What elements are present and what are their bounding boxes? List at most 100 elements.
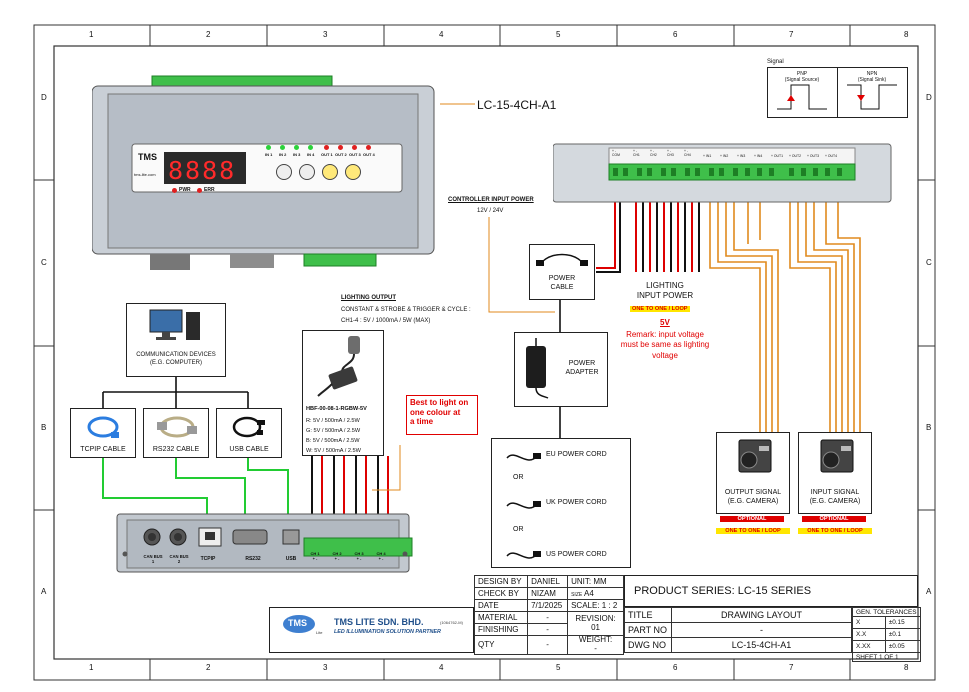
tb-label: PART NO	[624, 622, 672, 638]
terminal-pin-label: + OUT2	[789, 154, 801, 158]
or-label: OR	[513, 474, 524, 481]
input-loop-tag: ONE TO ONE / LOOP	[798, 528, 872, 534]
company-logo-sub: Lite	[316, 630, 323, 635]
light-spec-g: G: 5V / 500mA / 2.5W	[306, 428, 361, 434]
terminal-pin-label: + OUT4	[825, 154, 837, 158]
note-text: Best to light on one colour at a time	[410, 398, 469, 427]
tb-label: TITLE	[624, 607, 672, 623]
tb-label: DESIGN BY	[473, 575, 529, 588]
tb-value: 7/1/2025	[527, 599, 569, 612]
tol-key: X.X	[852, 628, 886, 641]
ethernet-cable-icon	[87, 416, 119, 438]
uk-cord-label: UK POWER CORD	[546, 499, 607, 506]
tb-label: MATERIAL	[473, 611, 529, 624]
col-label: 5	[556, 663, 561, 672]
or-label: OR	[513, 526, 524, 533]
terminal-pin-label: + - CH1	[633, 149, 640, 157]
power-adapter-icon	[526, 338, 549, 399]
terminal-block-illustration	[553, 143, 892, 203]
tol-key: X.XX	[852, 640, 886, 653]
terminal-pin-label: + - CH2	[650, 149, 657, 157]
rs232-cable-box	[143, 408, 209, 458]
light-spec-r: R: 5V / 500mA / 2.5W	[306, 418, 360, 424]
tb-label: FINISHING	[473, 623, 529, 636]
channel-label: CH 2 + -	[332, 551, 342, 561]
led-label: IN 4	[307, 152, 315, 157]
col-label: 6	[673, 30, 678, 39]
rear-label: USB	[285, 556, 297, 562]
row-label: C	[41, 258, 47, 267]
camera-icon	[820, 439, 854, 473]
usb-cable-box	[216, 408, 282, 458]
row-label: A	[41, 587, 47, 596]
tb-value: -	[527, 611, 569, 624]
output-loop-tag: ONE TO ONE / LOOP	[716, 528, 790, 534]
led-label: OUT 3	[349, 152, 361, 157]
col-label: 2	[206, 30, 211, 39]
tolerance-title: GEN. TOLERANCES	[852, 607, 921, 617]
usb-cable-label: USB CABLE	[229, 446, 269, 453]
voltage-remark: Remark: input voltage must be same as li…	[620, 330, 710, 360]
terminal-pin-label: + - CH3	[667, 149, 674, 157]
model-label: LC-15-4CH-A1	[477, 98, 557, 112]
controller-input-power-title: CONTROLLER INPUT POWER	[448, 197, 534, 203]
company-tagline: LED ILLUMINATION SOLUTION PARTNER	[334, 629, 441, 635]
tb-value: -	[527, 635, 569, 655]
col-label: 1	[89, 30, 94, 39]
drawing-title: DRAWING LAYOUT	[671, 607, 852, 623]
usb-cable-icon	[232, 416, 265, 438]
rear-label: CAN BUS 2	[169, 554, 189, 565]
tb-value: A4	[584, 589, 594, 598]
led-label: IN 1	[265, 152, 273, 157]
company-reg: (1064762-M)	[440, 620, 463, 625]
part-number: -	[671, 622, 852, 638]
tb-label: UNIT:	[571, 577, 592, 586]
led-label: OUT 2	[335, 152, 347, 157]
product-series: PRODUCT SERIES: LC-15 SERIES	[634, 585, 812, 597]
brand-logo: TMS	[138, 152, 157, 162]
rear-label: CAN BUS 1	[143, 554, 163, 565]
led-row	[266, 145, 386, 165]
tb-value: NIZAM	[527, 587, 569, 600]
col-label: 3	[323, 663, 328, 672]
tb-label: DATE	[473, 599, 529, 612]
npn-sub: (Signal Sink)	[857, 77, 887, 83]
col-label: 8	[904, 663, 909, 672]
terminal-pin-label: + IN2	[720, 154, 729, 158]
power-cable-box	[529, 244, 595, 300]
legend-divider	[837, 67, 838, 118]
tb-label: QTY	[473, 635, 529, 655]
comm-devices-label: COMMUNICATION DEVICES (E.G. COMPUTER)	[136, 352, 216, 366]
note-box	[406, 395, 478, 435]
website-text: tms-lite.com	[134, 172, 156, 177]
down-button	[345, 164, 361, 180]
tol-value: ±0.15	[884, 616, 921, 629]
col-label: 5	[556, 30, 561, 39]
light-part-number: HBF-00-08-1-RGBW-5V	[306, 406, 367, 412]
col-label: 2	[206, 663, 211, 672]
led-label: IN 3	[293, 152, 301, 157]
row-label: D	[41, 93, 47, 102]
signal-waveforms	[777, 84, 897, 110]
terminal-pin-label: + IN1	[703, 154, 712, 158]
led-label: OUT 1	[321, 152, 333, 157]
col-label: 7	[789, 30, 794, 39]
tol-value: ±0.1	[884, 628, 921, 641]
lighting-input-tag: ONE TO ONE / LOOP	[630, 306, 690, 312]
front-button	[299, 164, 315, 180]
tol-key: X	[852, 616, 886, 629]
terminal-pin-label: + IN4	[754, 154, 763, 158]
tcpip-cable-label: TCPIP CABLE	[80, 446, 126, 453]
company-name: TMS LITE SDN. BHD.	[334, 617, 424, 627]
output-camera-label: OUTPUT SIGNAL (E.G. CAMERA)	[724, 489, 782, 505]
rear-label: TCPIP	[200, 556, 216, 562]
tb-label: SIZE	[571, 592, 583, 598]
terminal-pin-label: + OUT3	[807, 154, 819, 158]
tb-label: CHECK BY	[473, 587, 529, 600]
tb-label: WEIGHT:	[578, 635, 613, 644]
col-label: 7	[789, 663, 794, 672]
tb-value: -	[527, 623, 569, 636]
